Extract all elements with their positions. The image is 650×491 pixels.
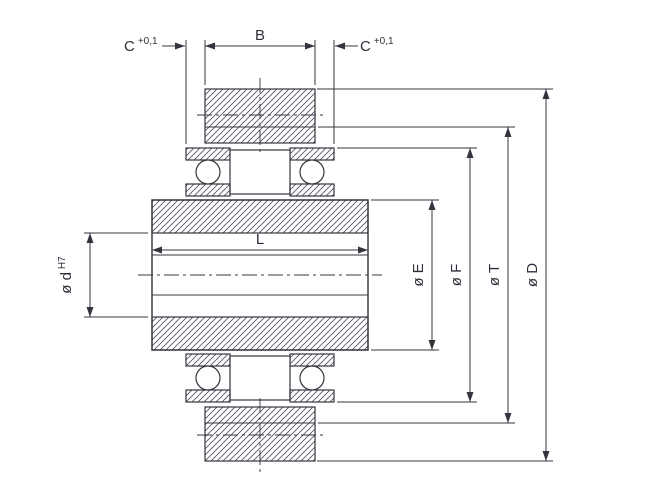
dimension-c-left: C+0,1: [124, 36, 187, 144]
bearing-ball: [195, 365, 221, 391]
bearing-bottom: [185, 353, 335, 403]
inner-ring: [289, 353, 335, 367]
dimension-c-right: C+0,1: [333, 36, 394, 144]
bearing-ball: [195, 159, 221, 185]
dim-label-l: L: [256, 231, 264, 248]
bearing-spacer: [229, 355, 291, 401]
dim-label-bore: ø dH7: [57, 256, 75, 294]
dimension-b: B: [204, 27, 316, 85]
dim-label-d: ø D: [524, 263, 541, 287]
dimension-t: ø T: [318, 126, 515, 424]
hub-section: [151, 199, 369, 351]
dim-label-t: ø T: [486, 264, 503, 286]
center-lines: [138, 78, 382, 472]
inner-ring: [185, 353, 231, 367]
dim-label-c-left: C+0,1: [124, 36, 158, 55]
inner-ring: [289, 183, 335, 197]
bearing-ball: [299, 365, 325, 391]
bearing-spacer: [229, 149, 291, 195]
outer-ring: [289, 147, 335, 161]
dimension-l: L: [152, 231, 368, 254]
dim-label-c-right: C+0,1: [360, 36, 394, 55]
dimension-d-bore: ø dH7: [57, 232, 148, 318]
dim-label-b: B: [255, 27, 265, 44]
dim-label-e: ø E: [410, 263, 427, 286]
dimension-d-outer: ø D: [317, 88, 553, 462]
dimension-f: ø F: [337, 147, 477, 403]
dim-label-f: ø F: [448, 264, 465, 287]
bearing-ball: [299, 159, 325, 185]
dimension-e: ø E: [371, 199, 439, 351]
bearing-top: [185, 147, 335, 197]
outer-ring: [185, 147, 231, 161]
outer-ring: [185, 389, 231, 403]
inner-ring: [185, 183, 231, 197]
outer-ring: [289, 389, 335, 403]
